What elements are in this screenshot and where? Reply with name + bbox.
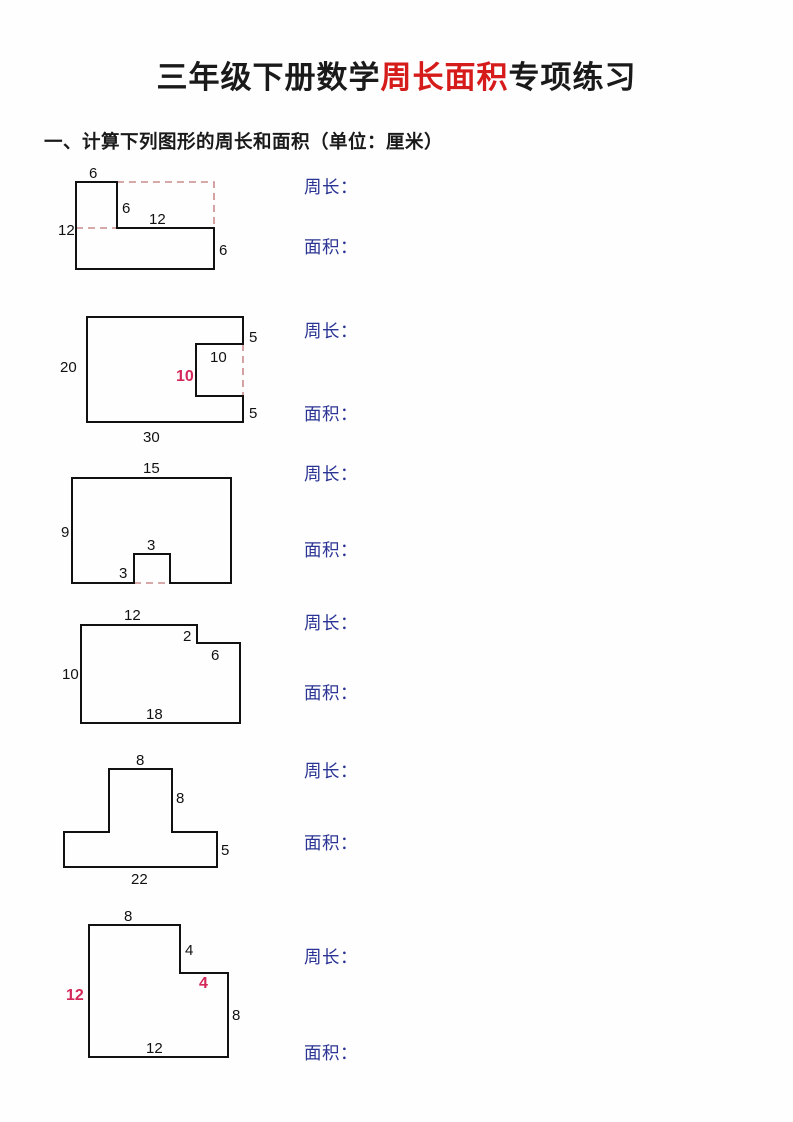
problem-5-area-label: 面积：	[304, 833, 358, 853]
figure-3-dim-notch-left: 3	[119, 565, 127, 582]
title-part-3: 专项练习	[508, 60, 637, 95]
figure-4: 12 2 6 10 18	[0, 0, 300, 760]
figure-2-dim-left: 20	[60, 359, 77, 376]
figure-6-dim-left-handwritten: 12	[66, 987, 84, 1004]
figure-6-dim-inner-vert: 4	[185, 942, 193, 959]
figure-4-dim-step: 2	[183, 628, 191, 645]
figure-6-dim-inner-horiz-handwritten: 4	[199, 975, 208, 992]
figure-3-dim-left: 9	[61, 524, 69, 541]
figure-4-dim-right: 6	[211, 647, 219, 664]
figure-3-outline	[71, 477, 232, 584]
problem-3-perimeter-label: 周长：	[304, 464, 358, 484]
figure-4-outline	[80, 624, 241, 724]
figure-1-dim-left: 12	[58, 222, 75, 239]
problem-2-area-label: 面积：	[304, 404, 358, 424]
problem-4-perimeter-label: 周长：	[304, 613, 358, 633]
figure-5-dim-stem-right: 8	[176, 790, 184, 807]
problem-1-area-label: 面积：	[304, 237, 358, 257]
problem-6-area-label: 面积：	[304, 1043, 358, 1063]
figure-2-dim-notch-top: 10	[210, 349, 227, 366]
title-part-1: 三年级下册数学	[156, 60, 381, 95]
problem-5-perimeter-label: 周长：	[304, 761, 358, 781]
figure-1-dim-inner-horiz: 12	[149, 211, 166, 228]
figure-2-dim-right-top: 5	[249, 329, 257, 346]
problem-3-area-label: 面积：	[304, 540, 358, 560]
figure-5-dim-base-right: 5	[221, 842, 229, 859]
figure-4-dim-left: 10	[62, 666, 79, 683]
figure-5-outline	[63, 768, 218, 868]
figure-1-dim-top: 6	[89, 165, 97, 182]
problem-1-perimeter-label: 周长：	[304, 177, 358, 197]
figure-1-dashed-top-right	[117, 181, 215, 228]
figure-2-outline	[86, 316, 244, 423]
title-part-red: 周长面积	[380, 60, 509, 95]
figure-1-dim-inner-vert: 6	[122, 200, 130, 217]
figure-2-dim-notch-left-handwritten: 10	[176, 368, 194, 385]
figure-3-dim-notch-top: 3	[147, 537, 155, 554]
figure-6-dim-top: 8	[124, 908, 132, 925]
problem-4-area-label: 面积：	[304, 683, 358, 703]
figure-5-dim-top: 8	[136, 752, 144, 769]
problem-6-perimeter-label: 周长：	[304, 947, 358, 967]
figure-2: 20 30 5 10 10 5	[0, 0, 300, 460]
page-title: 三年级下册数学周长面积专项练习	[0, 52, 793, 97]
figure-4-dim-bottom: 18	[146, 706, 163, 723]
section-heading: 一、计算下列图形的周长和面积（单位：厘米）	[44, 133, 444, 153]
figure-6: 8 4 4 12 8 12	[0, 0, 300, 1090]
figure-6-outline	[88, 924, 229, 1058]
problem-2-perimeter-label: 周长：	[304, 321, 358, 341]
figure-3: 15 9 3 3	[0, 0, 300, 620]
figure-2-dim-right-bottom: 5	[249, 405, 257, 422]
figure-2-dim-bottom: 30	[143, 429, 160, 446]
figure-5-dim-bottom: 22	[131, 871, 148, 888]
figure-1: 6 6 12 12 6	[0, 0, 300, 320]
figure-1-dim-right: 6	[219, 242, 227, 259]
figure-3-dim-top: 15	[143, 460, 160, 477]
figure-6-dim-bottom: 12	[146, 1040, 163, 1057]
figure-4-dim-top: 12	[124, 607, 141, 624]
figure-5: 8 8 5 22	[0, 0, 300, 900]
figure-6-dim-right: 8	[232, 1007, 240, 1024]
figure-1-outline	[75, 181, 215, 270]
